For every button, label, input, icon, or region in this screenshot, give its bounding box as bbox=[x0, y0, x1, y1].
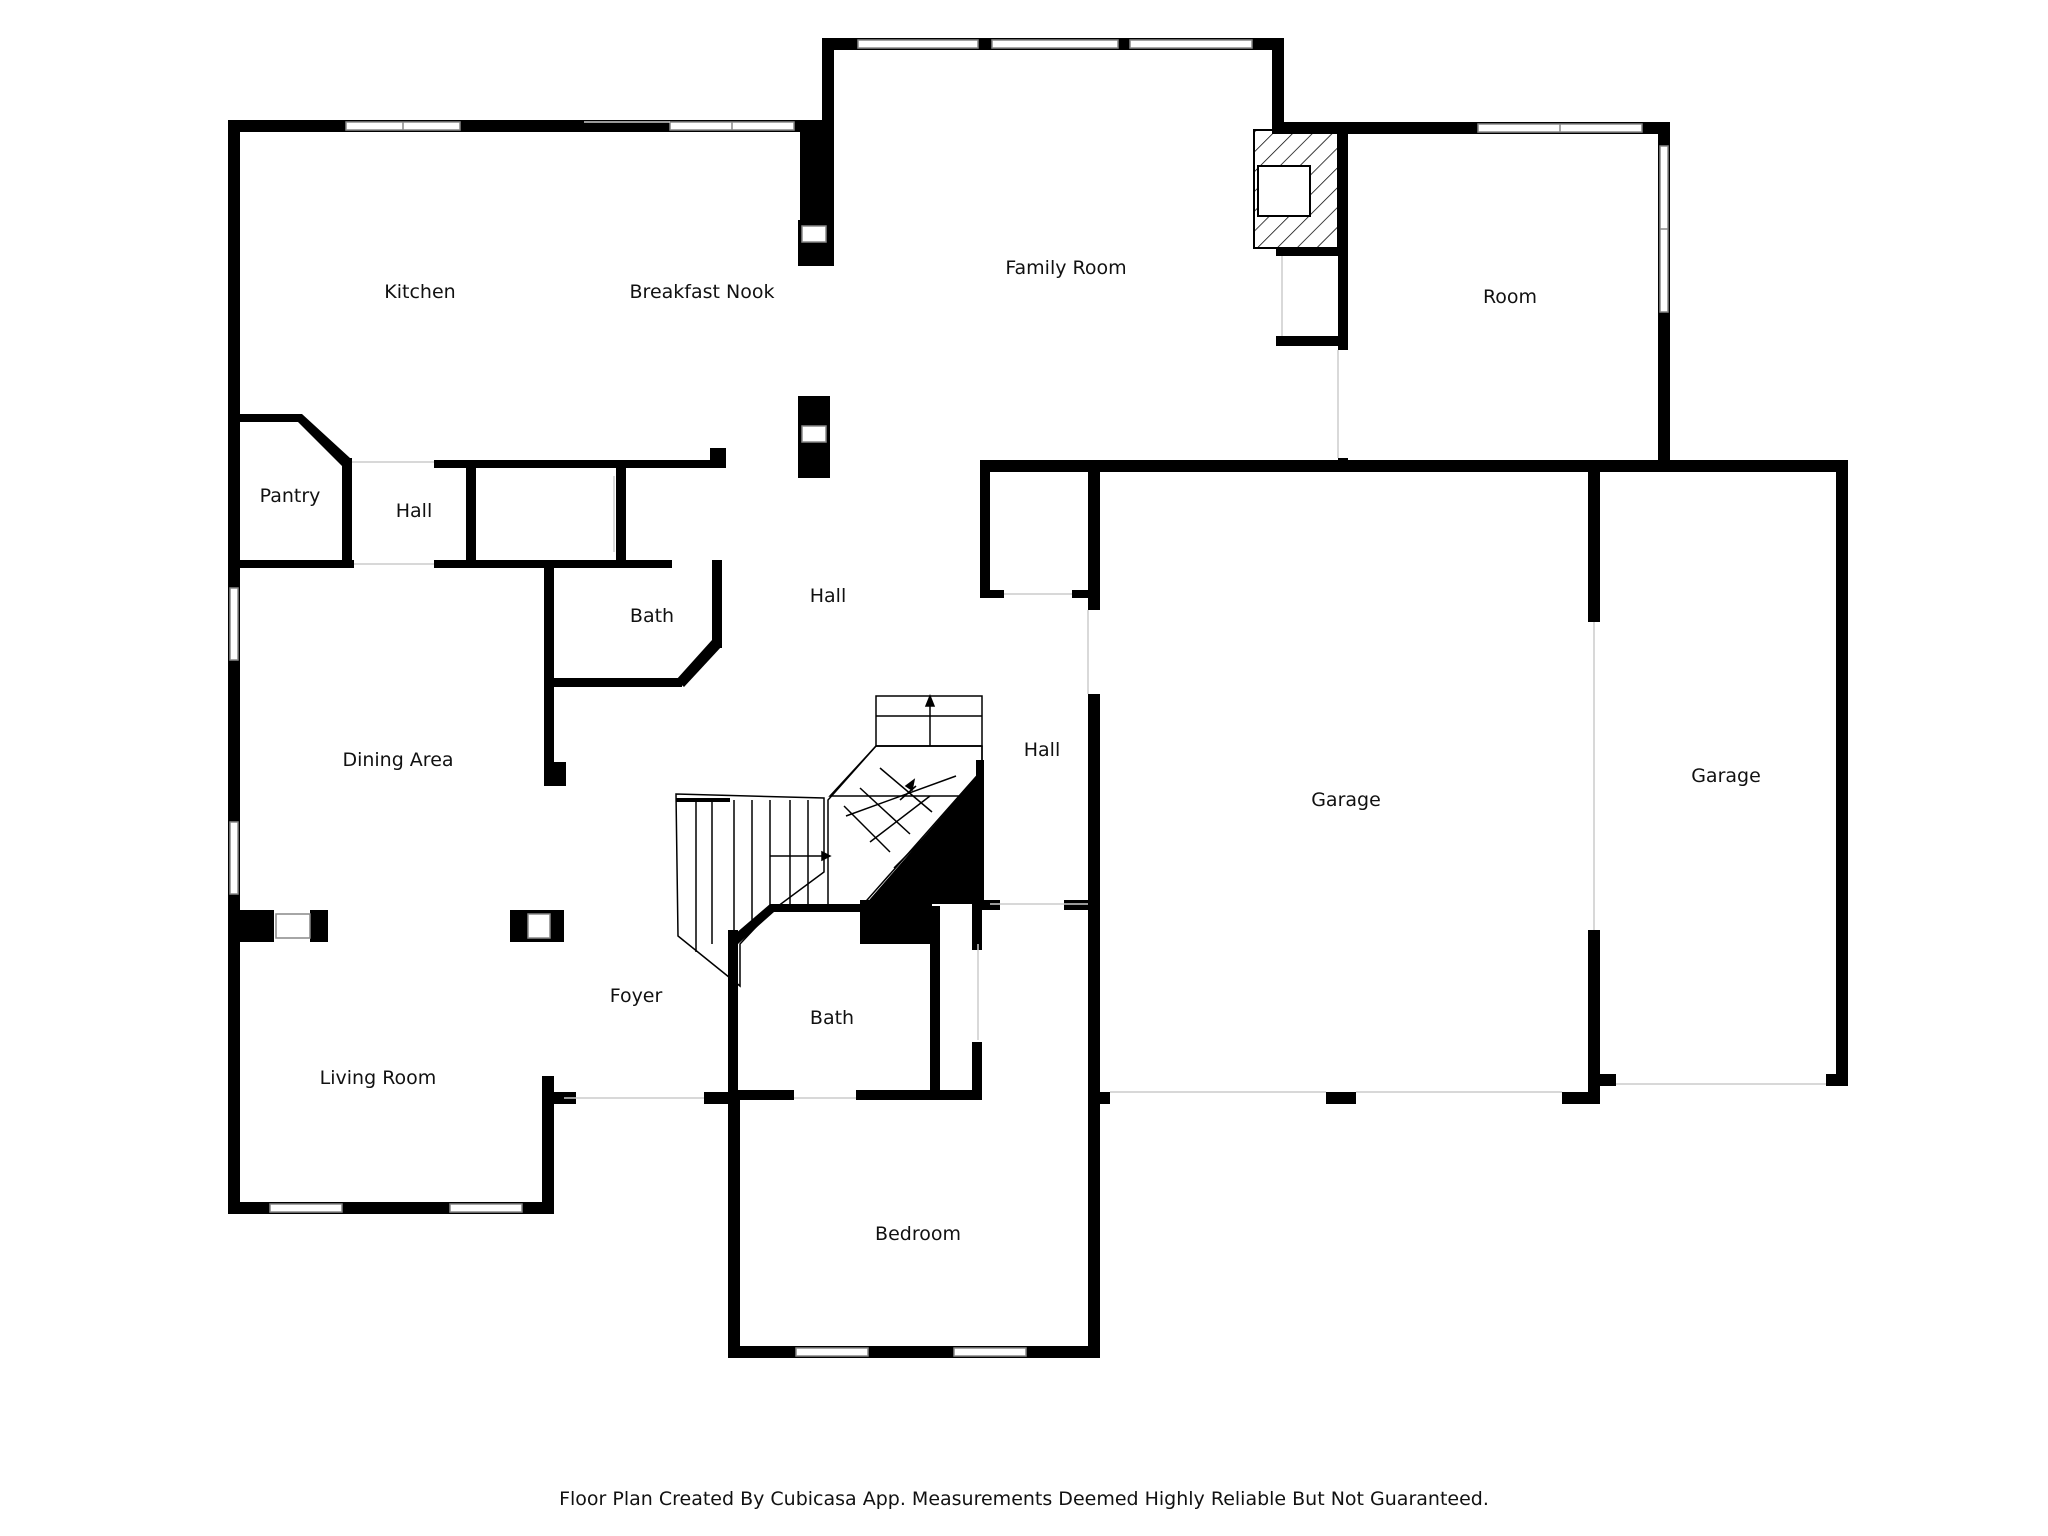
wall-segment bbox=[542, 1076, 554, 1214]
label-garage-right: Garage bbox=[1691, 765, 1761, 787]
wall-segment bbox=[1276, 336, 1338, 346]
label-foyer: Foyer bbox=[610, 985, 663, 1007]
wall-segment bbox=[1836, 460, 1848, 1086]
wall-segment bbox=[1562, 1092, 1600, 1104]
window bbox=[857, 39, 979, 49]
wall-segment bbox=[860, 900, 932, 944]
wall-segment bbox=[1088, 460, 1100, 610]
wall-segment bbox=[728, 1346, 1100, 1358]
wall-segment bbox=[1072, 590, 1100, 598]
wall-segment bbox=[972, 1042, 982, 1100]
window bbox=[275, 913, 311, 939]
label-bath-upper: Bath bbox=[630, 605, 674, 627]
wall-segment bbox=[1588, 930, 1600, 1104]
fireplace bbox=[1253, 129, 1339, 249]
wall-segment bbox=[822, 38, 834, 138]
wall-segment bbox=[544, 560, 554, 780]
wall-segment bbox=[1088, 694, 1100, 1350]
window bbox=[953, 1347, 1027, 1357]
window bbox=[991, 39, 1119, 49]
wall-segment bbox=[712, 560, 722, 648]
wall-segment bbox=[232, 414, 350, 468]
disclaimer-footer: Floor Plan Created By Cubicasa App. Meas… bbox=[559, 1488, 1489, 1510]
room-labels: Kitchen Breakfast Nook Family Room Room … bbox=[260, 257, 1761, 1245]
label-room: Room bbox=[1483, 286, 1537, 308]
wall-segment bbox=[980, 900, 1000, 910]
label-pantry: Pantry bbox=[260, 485, 321, 507]
wall-segment bbox=[228, 560, 354, 568]
wall-segment bbox=[616, 460, 626, 568]
openings bbox=[352, 121, 1826, 1099]
wall-segment bbox=[228, 120, 240, 1214]
wall-segment bbox=[676, 640, 722, 687]
wall-segment bbox=[710, 448, 726, 468]
window bbox=[229, 587, 239, 661]
window bbox=[449, 1203, 523, 1213]
wall-segment bbox=[980, 460, 1848, 472]
wall-segment bbox=[980, 590, 1004, 598]
window bbox=[801, 425, 827, 443]
wall-segment bbox=[1338, 458, 1348, 472]
wall-segment bbox=[644, 560, 672, 568]
label-bedroom: Bedroom bbox=[875, 1223, 961, 1245]
wall-segment bbox=[976, 760, 984, 904]
wall-segment bbox=[550, 678, 682, 687]
wall-segment bbox=[1064, 900, 1100, 910]
wall-segment bbox=[728, 1090, 794, 1100]
wall-segment bbox=[434, 460, 726, 468]
window bbox=[1129, 39, 1253, 49]
wall-segment bbox=[1826, 1074, 1848, 1086]
wall-segment bbox=[728, 1092, 740, 1358]
wall-segment bbox=[1088, 1092, 1110, 1104]
wall-segment bbox=[434, 560, 646, 568]
walls bbox=[228, 38, 1848, 1358]
label-hall-upper: Hall bbox=[396, 500, 433, 522]
label-hall-right: Hall bbox=[1024, 739, 1061, 761]
wall-segment bbox=[544, 762, 566, 786]
wall-segment bbox=[1276, 248, 1338, 256]
wall-segment bbox=[856, 1090, 982, 1100]
wall-segment bbox=[542, 1092, 576, 1104]
wall-segment bbox=[1326, 1092, 1356, 1104]
wall-segment bbox=[728, 930, 738, 1104]
window bbox=[795, 1347, 869, 1357]
wall-segment bbox=[466, 460, 476, 568]
wall-segment bbox=[728, 904, 864, 944]
label-bath-lower: Bath bbox=[810, 1007, 854, 1029]
windows bbox=[229, 39, 1669, 1357]
label-hall-center: Hall bbox=[810, 585, 847, 607]
wall-segment bbox=[342, 458, 352, 566]
wall-segment bbox=[1588, 460, 1600, 622]
label-breakfast-nook: Breakfast Nook bbox=[630, 281, 775, 303]
staircase bbox=[675, 693, 983, 988]
window bbox=[269, 1203, 343, 1213]
wall-segment bbox=[1272, 38, 1284, 134]
label-living-room: Living Room bbox=[320, 1067, 437, 1089]
label-dining-area: Dining Area bbox=[342, 749, 453, 771]
label-garage-left: Garage bbox=[1311, 789, 1381, 811]
wall-segment bbox=[972, 900, 982, 950]
label-family-room: Family Room bbox=[1005, 257, 1126, 279]
window bbox=[527, 913, 551, 939]
wall-segment bbox=[228, 910, 274, 942]
wall-segment bbox=[1338, 128, 1348, 350]
window bbox=[229, 821, 239, 895]
wall-segment bbox=[980, 460, 990, 598]
wall-segment bbox=[930, 906, 940, 1100]
label-kitchen: Kitchen bbox=[384, 281, 455, 303]
window bbox=[801, 225, 827, 243]
wall-segment bbox=[1600, 1074, 1616, 1086]
wall-segment bbox=[310, 910, 328, 942]
